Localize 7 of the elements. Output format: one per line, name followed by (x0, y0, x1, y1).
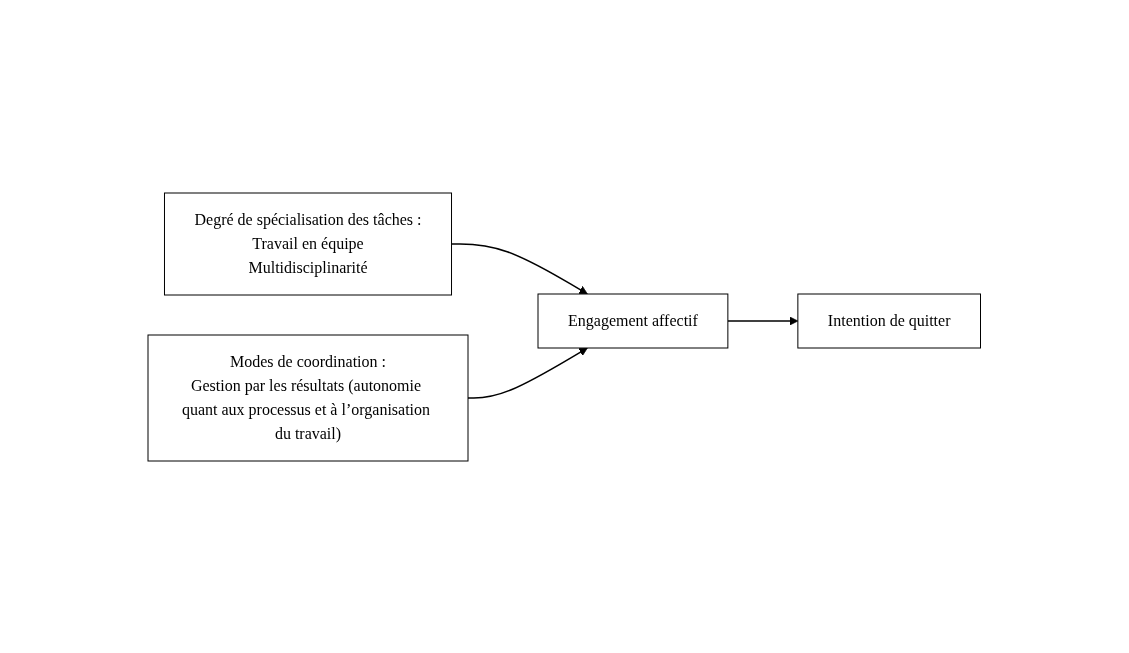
arrow (727, 316, 799, 325)
arrow (467, 347, 588, 399)
node-box: Degré de spécialisation des tâches : Travail en équipe Multidisciplinarité (164, 192, 453, 295)
arrow (451, 242, 588, 294)
node-box: Engagement affectif (537, 293, 729, 348)
node-box: Modes de coordination : Gestion par les résultats (autonomie quant aux processus et à l’organisation du travail) (147, 334, 469, 461)
node-box: Intention de quitter (797, 293, 982, 348)
